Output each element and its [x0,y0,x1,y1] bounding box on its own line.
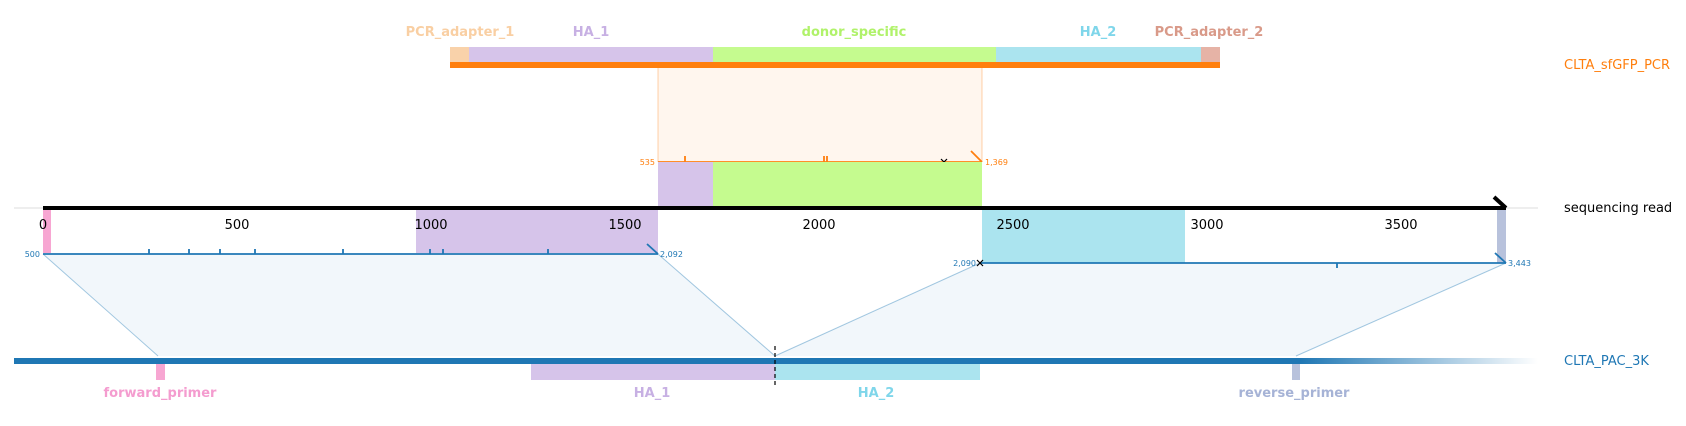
top-feature-label-pcr-adapter-2: PCR_adapter_2 [1155,25,1264,40]
bottom-feature-ha-1 [531,364,775,380]
read-tick-label: 3000 [1190,218,1223,233]
bottom-target-track: forward_primer HA_1 HA_2 reverse_primer … [14,346,1649,401]
read-tick-label: 1500 [608,218,641,233]
read-label: sequencing read [1564,201,1672,216]
top-feature-label-donor-specific: donor_specific [802,25,907,40]
read-feature-reverse-primer [1497,208,1506,263]
alignment-bottom-right-end-hook [1494,252,1507,264]
read-feature-ha-2 [982,208,1185,263]
top-feature-ha-2 [996,47,1201,62]
read-feature-forward-primer [43,208,51,253]
bottom-feature-label-ha-2: HA_2 [858,386,895,401]
alignment-bottom-right-mismatch-icon [976,259,984,267]
alignment-top-end-hook [970,150,983,163]
read-feature-donor-specific [713,162,982,208]
bottom-target-bar-fade [1300,358,1538,364]
alignment-bottom-right-band [775,263,1506,356]
bottom-feature-label-forward-primer: forward_primer [104,386,218,401]
alignment-top-band [658,68,982,162]
alignment-bottom-right-start-label: 2,090 [953,259,976,268]
read-ticks: 0 500 1000 1500 2000 2500 3000 3500 [39,218,1418,233]
top-feature-donor-specific [713,47,996,62]
alignment-bottom-left-indel-marks [148,249,549,254]
alignment-bottom-right-edge-left [774,262,981,357]
top-feature-pcr-adapter-2 [1201,47,1220,62]
top-target-bar [450,62,1220,68]
read-tick-label: 3500 [1384,218,1417,233]
bottom-target-label: CLTA_PAC_3K [1564,354,1649,369]
alignment-top: 535 1,369 [640,68,1008,167]
bottom-feature-forward-primer [156,364,165,380]
read-arrowhead [1492,195,1508,210]
bottom-feature-ha-2 [775,364,980,380]
alignment-bottom-left-start-label: 500 [25,250,40,259]
alignment-bottom-left-edge-left [42,253,159,357]
read-feature-ha-1-upper [658,162,713,208]
top-target-label: CLTA_sfGFP_PCR [1564,58,1670,73]
read-tick-label: 500 [225,218,250,233]
bottom-target-bar [14,358,1300,364]
read-track: 0 500 1000 1500 2000 2500 3000 3500 sequ… [14,162,1672,263]
top-feature-ha-1 [469,47,713,62]
top-feature-label-ha-1: HA_1 [573,25,610,40]
read-tick-label: 2500 [996,218,1029,233]
alignment-bottom-right-edge-right [1295,262,1507,357]
alignment-bottom-left-edge-right [657,253,776,357]
alignment-top-start-label: 535 [640,158,655,167]
alignment-top-end-label: 1,369 [985,158,1008,167]
alignment-bottom-left-end-label: 2,092 [660,250,683,259]
alignment-bottom-left-band [43,254,775,356]
bottom-feature-label-reverse-primer: reverse_primer [1239,386,1351,401]
read-tick-label: 0 [39,218,47,233]
alignment-bottom-left-end-hook [646,243,659,255]
top-target-track: PCR_adapter_1 HA_1 donor_specific HA_2 P… [406,25,1670,73]
alignment-bottom-right-end-label: 3,443 [1508,259,1531,268]
read-tick-label: 2000 [802,218,835,233]
alignment-bottom-right: 2,090 3,443 [774,252,1531,357]
top-feature-label-pcr-adapter-1: PCR_adapter_1 [406,25,515,40]
read-tick-label: 1000 [414,218,447,233]
alignment-bottom-left: 500 2,092 [25,243,776,357]
read-feature-ha-1 [416,208,658,253]
bottom-feature-reverse-primer [1292,364,1300,380]
top-feature-label-ha-2: HA_2 [1080,25,1117,40]
top-feature-pcr-adapter-1 [450,47,469,62]
bottom-feature-label-ha-1: HA_1 [634,386,671,401]
